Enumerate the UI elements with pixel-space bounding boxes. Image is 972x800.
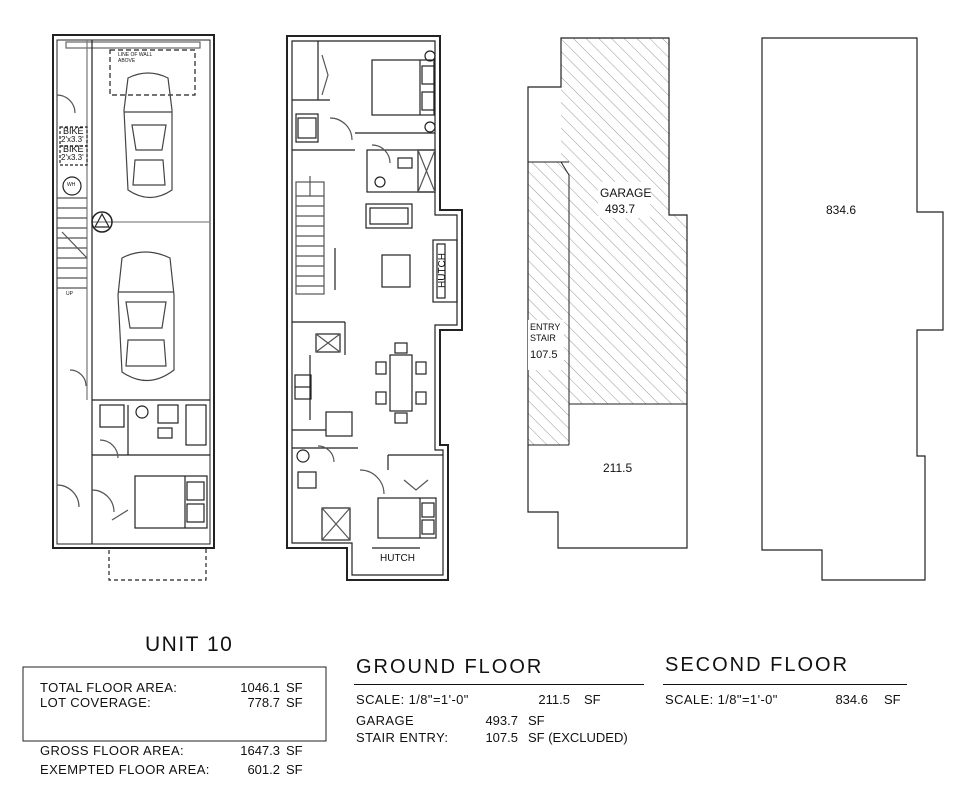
ground-floor-rule xyxy=(354,684,644,685)
car-bottom xyxy=(117,251,175,382)
stair-entry-unit: SF (EXCLUDED) xyxy=(528,730,628,745)
garage-value: 493.7 xyxy=(485,713,518,728)
exempted-floor-area-value: 601.2 xyxy=(247,762,280,777)
hutch-side-label: HUTCH xyxy=(437,253,448,288)
ground-floor-title: GROUND FLOOR xyxy=(356,656,544,678)
summary-row-unit: SF xyxy=(286,695,303,710)
garage-label: GARAGE xyxy=(356,713,415,728)
stair-entry-label: STAIR ENTRY: xyxy=(356,730,449,745)
second-floor-area-unit: SF xyxy=(884,692,901,707)
water-heater-label: WH xyxy=(67,182,76,188)
summary-row-unit: SF xyxy=(286,680,303,695)
gross-floor-area-label: GROSS FLOOR AREA: xyxy=(40,743,185,758)
garage-area-value: 493.7 xyxy=(605,202,636,216)
second-floor-rule xyxy=(663,684,907,685)
bike-size-2: 2'x3.3' xyxy=(61,153,84,162)
stair-entry-value: 107.5 xyxy=(485,730,518,745)
exempted-floor-area-label: EXEMPTED FLOOR AREA: xyxy=(40,762,210,777)
bike-label-2: BIKE xyxy=(63,144,84,154)
summary-row-value: 778.7 xyxy=(247,695,280,710)
stair-up-label: UP xyxy=(66,291,73,297)
ground-floor-area-unit: SF xyxy=(584,692,601,707)
hutch-bottom-label: HUTCH xyxy=(380,553,415,564)
exempted-floor-area-unit: SF xyxy=(286,762,303,777)
line-of-wall-label: LINE OF WALL ABOVE xyxy=(118,52,153,64)
summary-row-label: TOTAL FLOOR AREA: xyxy=(40,680,178,695)
summary-row-value: 1046.1 xyxy=(240,680,280,695)
ground-floor-scale: SCALE: 1/8"=1'-0" xyxy=(356,692,469,707)
entry-stair xyxy=(57,197,88,289)
summary-row-label: LOT COVERAGE: xyxy=(40,695,152,710)
car-top xyxy=(123,72,173,199)
second-floor-scale: SCALE: 1/8"=1'-0" xyxy=(665,692,778,707)
unit-title: UNIT 10 xyxy=(145,633,234,656)
ground-area-diagram xyxy=(527,37,688,549)
ground-floor-area: 211.5 xyxy=(538,692,570,707)
bike-label-1: BIKE xyxy=(63,126,84,136)
second-total-value: 834.6 xyxy=(826,203,857,217)
entry-label-2: STAIR xyxy=(530,333,556,343)
ground-remaining-value: 211.5 xyxy=(603,461,633,475)
garage-area-label: GARAGE xyxy=(600,186,652,200)
second-floor-area: 834.6 xyxy=(835,692,868,707)
garage-unit: SF xyxy=(528,713,545,728)
gross-floor-area-unit: SF xyxy=(286,743,303,758)
second-floor-title: SECOND FLOOR xyxy=(665,654,850,676)
ground-floor-plan xyxy=(52,34,215,581)
second-area-diagram xyxy=(761,37,944,581)
entry-label-1: ENTRY xyxy=(530,322,561,332)
entry-area-value: 107.5 xyxy=(530,349,558,361)
interior-stair xyxy=(295,176,325,295)
second-floor-plan xyxy=(286,35,463,581)
summary-box xyxy=(22,666,327,742)
garage-hatch xyxy=(528,38,687,445)
gross-floor-area-value: 1647.3 xyxy=(240,743,280,758)
bike-size-1: 2'x3.3' xyxy=(61,135,84,144)
